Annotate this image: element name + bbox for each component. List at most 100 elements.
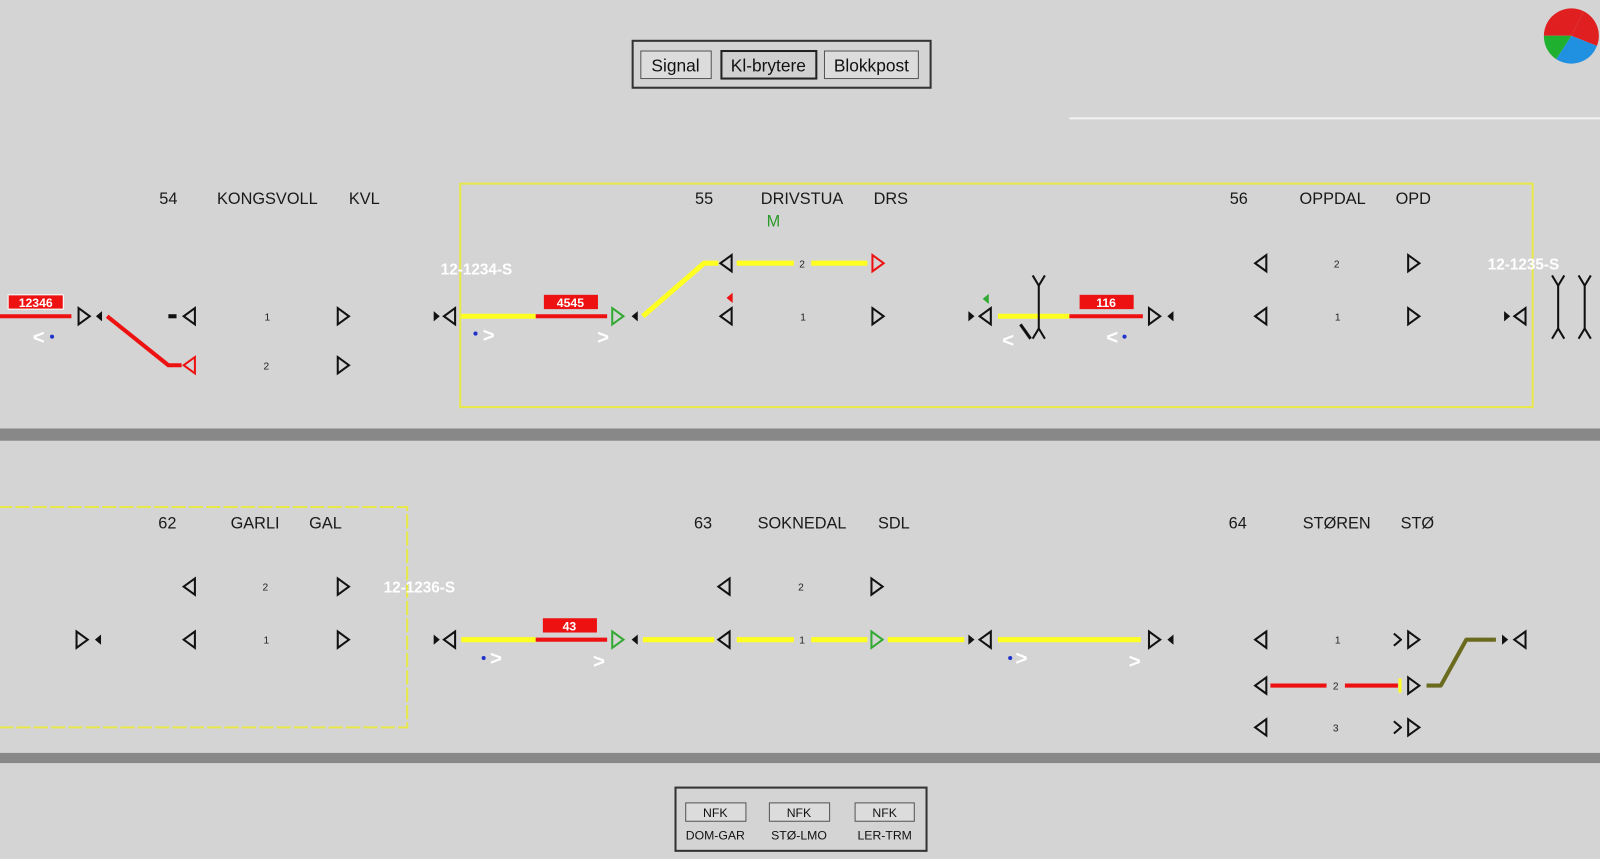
signal-left-icon[interactable] (181, 355, 196, 376)
signal-right-icon[interactable] (1407, 629, 1422, 650)
track-number: 2 (798, 583, 804, 594)
signal-left-icon[interactable] (716, 629, 731, 650)
nfk-caption: DOM-GAR (686, 829, 745, 843)
track-segment[interactable] (1426, 704, 1444, 727)
train-badge[interactable]: 12346 (7, 294, 64, 310)
signal-left-icon[interactable] (1253, 717, 1268, 738)
signal-right-icon[interactable] (75, 629, 90, 650)
station-number: 62 (158, 514, 176, 532)
signal-right-icon[interactable] (1407, 717, 1422, 738)
signal-left-icon[interactable] (181, 576, 196, 597)
track-segment[interactable] (891, 587, 927, 615)
signal-left-icon[interactable] (442, 306, 457, 327)
direction-right-icon: > (593, 651, 605, 673)
signal-left-icon[interactable] (181, 306, 196, 327)
track-segment[interactable] (1393, 720, 1403, 735)
track-segment[interactable] (641, 260, 719, 319)
signal-right-icon[interactable] (1147, 629, 1162, 650)
signal-left-icon[interactable] (1253, 675, 1268, 696)
signal-right-icon[interactable] (871, 306, 886, 327)
train-number: 12346 (19, 296, 53, 310)
station-name: OPPDAL (1300, 190, 1366, 208)
signal-left-icon[interactable] (1253, 253, 1268, 274)
track-segment[interactable] (1019, 323, 1032, 340)
signal-left-icon[interactable] (181, 629, 196, 650)
signal-right-icon[interactable] (336, 576, 351, 597)
track-segment[interactable] (1214, 263, 1251, 291)
signal-left-icon[interactable] (716, 576, 731, 597)
track-segment[interactable] (1551, 274, 1566, 287)
pie-status-icon[interactable] (1543, 8, 1599, 64)
station-name: GARLI (231, 514, 280, 532)
direction-marker-icon (631, 311, 638, 322)
nfk-button-label: NFK (872, 806, 897, 820)
train-badge[interactable]: 43 (542, 618, 597, 633)
track-number: 3 (1333, 723, 1339, 734)
signal-right-icon[interactable] (336, 306, 351, 327)
signal-right-icon[interactable] (77, 306, 92, 327)
signal-left-icon[interactable] (1512, 306, 1527, 327)
signal-button[interactable]: Signal (640, 50, 712, 80)
signal-left-icon[interactable] (1253, 306, 1268, 327)
signal-left-icon[interactable] (718, 253, 733, 274)
blokkpost-button-label: Blokkpost (834, 55, 909, 75)
nfk-button-dom-gar[interactable]: NFK (685, 802, 747, 822)
signal-right-icon[interactable] (611, 629, 626, 650)
track-segment[interactable] (105, 314, 182, 368)
signal-left-icon[interactable] (977, 629, 992, 650)
dot-icon (1008, 655, 1013, 661)
station-code: SDL (878, 514, 910, 532)
direction-marker-icon (631, 634, 638, 645)
signal-left-icon[interactable] (718, 306, 733, 327)
signal-right-icon[interactable] (870, 629, 885, 650)
signal-button-label: Signal (651, 55, 699, 75)
track-number: 2 (263, 361, 269, 372)
track-number: 1 (263, 636, 269, 647)
signal-left-icon[interactable] (1512, 629, 1527, 650)
direction-marker-icon (982, 293, 989, 305)
signal-left-icon[interactable] (1253, 629, 1268, 650)
train-badge[interactable]: 4545 (543, 294, 598, 310)
kl-brytere-button[interactable]: Kl-brytere (720, 49, 818, 80)
blokkpost-button[interactable]: Blokkpost (823, 50, 919, 80)
signal-right-icon[interactable] (1407, 306, 1422, 327)
signal-right-icon[interactable] (336, 355, 351, 376)
track-segment[interactable] (1031, 327, 1046, 340)
track-numbers: 1 2 2 1 2 1 2 1 2 1 1 2 3 (262, 259, 1340, 734)
signal-right-icon[interactable] (1147, 306, 1162, 327)
signal-right-icon[interactable] (611, 306, 626, 327)
nfk-panel: NFK DOM-GAR NFK STØ-LMO NFK LER-TRM (674, 786, 928, 852)
train-badge[interactable]: 116 (1079, 294, 1134, 310)
direction-marker-icon (1167, 634, 1174, 645)
track-segment[interactable] (1230, 704, 1250, 727)
signal-left-icon[interactable] (977, 306, 992, 327)
signal-right-icon[interactable] (1407, 253, 1422, 274)
track-segment[interactable] (676, 587, 715, 615)
track-segment[interactable] (1427, 263, 1465, 291)
track-segment[interactable] (893, 263, 929, 291)
track-segment[interactable] (1551, 327, 1566, 340)
track-segment[interactable] (1031, 274, 1046, 287)
track-segment[interactable] (1577, 274, 1592, 287)
track-segment[interactable] (1577, 327, 1592, 340)
track-segment[interactable] (1426, 637, 1496, 688)
station-code: KVL (349, 190, 380, 208)
signal-right-icon[interactable] (336, 629, 351, 650)
station-name: KONGSVOLL (217, 190, 318, 208)
nfk-button-label: NFK (703, 806, 728, 820)
signal-right-icon[interactable] (870, 576, 885, 597)
direction-right-icon: > (597, 327, 609, 349)
station-number: 63 (694, 514, 712, 532)
nfk-button-sto-lmo[interactable]: NFK (768, 802, 831, 822)
track-segment[interactable] (1393, 632, 1403, 647)
track-segment[interactable] (1207, 660, 1250, 686)
nfk-button-ler-trm[interactable]: NFK (854, 802, 915, 822)
track-segment[interactable] (136, 587, 179, 618)
track-segment[interactable] (352, 339, 396, 366)
track-number: 1 (1335, 312, 1341, 323)
signal-right-icon[interactable] (871, 253, 886, 274)
station-code: DRS (874, 190, 909, 208)
signal-left-icon[interactable] (442, 629, 457, 650)
signal-right-icon[interactable] (1407, 675, 1422, 696)
